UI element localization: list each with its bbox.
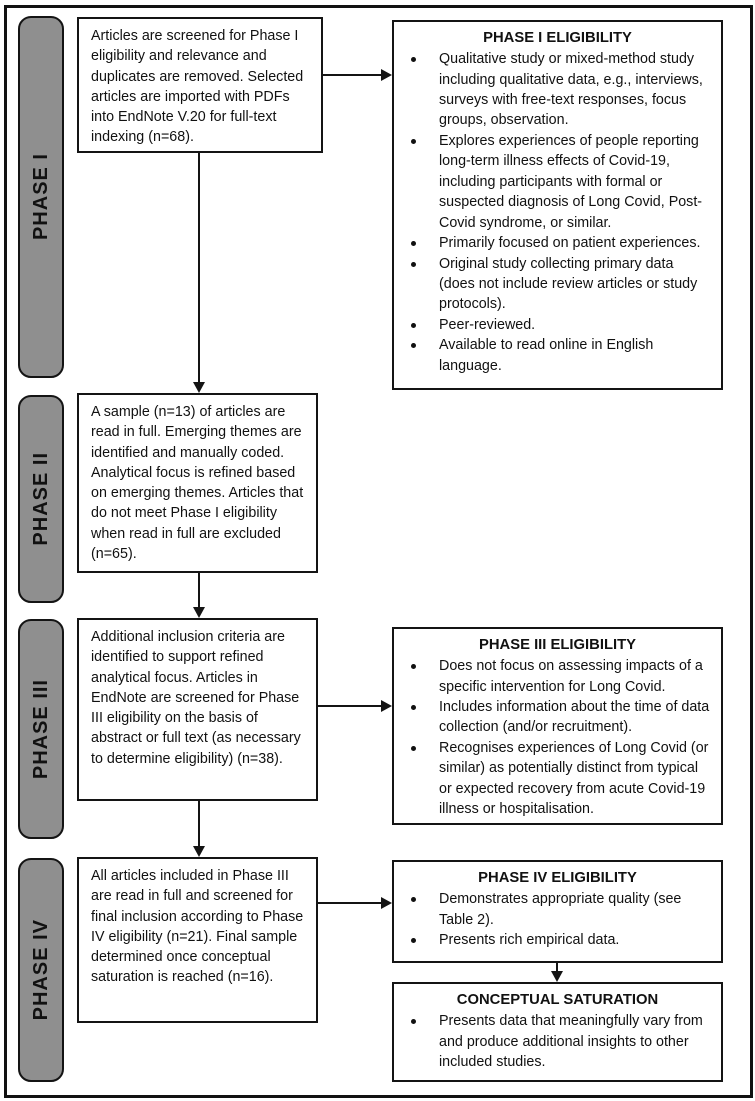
conceptual-saturation-list: Presents data that meaningfully vary fro… [394, 1011, 713, 1072]
phase-1-tab: PHASE I [18, 16, 64, 378]
eligibility-bullet: Primarily focused on patient experiences… [411, 233, 713, 253]
arrow-phase1-to-phase2 [193, 153, 205, 393]
phase-1-process-text: Articles are screened for Phase I eligib… [91, 28, 304, 146]
phase-1-eligibility-title: PHASE I ELIGIBILITY [483, 30, 632, 46]
eligibility-bullet: Original study collecting primary data (… [411, 254, 713, 315]
phase-1-tab-label: PHASE I [29, 153, 52, 241]
phase-4-eligibility-box: PHASE IV ELIGIBILITY Demonstrates approp… [392, 860, 723, 963]
arrow-phase3-to-eligibility [318, 700, 392, 712]
phase-1-eligibility-box: PHASE I ELIGIBILITY Qualitative study or… [392, 20, 723, 390]
eligibility-bullet: Does not focus on assessing impacts of a… [411, 656, 713, 697]
phase-3-eligibility-title: PHASE III ELIGIBILITY [478, 637, 637, 653]
phase-2-process-text: A sample (n=13) of articles are read in … [91, 404, 304, 563]
phase-4-process-box: All articles included in Phase III are r… [77, 857, 318, 1023]
arrow-phase3-to-phase4 [193, 801, 205, 857]
eligibility-bullet: Recognises experiences of Long Covid (or… [411, 738, 713, 820]
conceptual-saturation-box: CONCEPTUAL SATURATION Presents data that… [392, 982, 723, 1082]
phase-2-tab: PHASE II [18, 395, 64, 603]
eligibility-bullet: Includes information about the time of d… [411, 697, 713, 738]
arrow-phase1-to-eligibility [323, 69, 392, 81]
phase-4-eligibility-title: PHASE IV ELIGIBILITY [478, 870, 637, 886]
phase-1-process-box: Articles are screened for Phase I eligib… [77, 17, 323, 153]
eligibility-bullet: Presents data that meaningfully vary fro… [411, 1011, 713, 1072]
eligibility-bullet: Available to read online in English lang… [411, 335, 713, 376]
arrow-phase4-to-eligibility [318, 897, 392, 909]
phase-2-tab-label: PHASE II [29, 452, 52, 546]
phase-3-eligibility-box: PHASE III ELIGIBILITY Does not focus on … [392, 627, 723, 825]
eligibility-bullet: Presents rich empirical data. [411, 930, 713, 950]
phase-3-process-box: Additional inclusion criteria are identi… [77, 618, 318, 801]
eligibility-bullet: Qualitative study or mixed-method study … [411, 49, 713, 131]
phase-3-process-text: Additional inclusion criteria are identi… [91, 629, 301, 767]
phase-3-tab-label: PHASE III [29, 678, 52, 780]
phase-3-tab: PHASE III [18, 619, 64, 839]
phase-4-tab: PHASE IV [18, 858, 64, 1082]
phase-2-process-box: A sample (n=13) of articles are read in … [77, 393, 318, 573]
eligibility-bullet: Peer-reviewed. [411, 315, 713, 335]
eligibility-bullet: Demonstrates appropriate quality (see Ta… [411, 889, 713, 930]
arrow-eligibility-to-saturation [551, 963, 563, 982]
arrow-phase2-to-phase3 [193, 573, 205, 618]
eligibility-bullet: Explores experiences of people reporting… [411, 131, 713, 233]
phase-4-tab-label: PHASE IV [29, 919, 52, 1021]
phase-4-eligibility-list: Demonstrates appropriate quality (see Ta… [394, 889, 713, 950]
phase-4-process-text: All articles included in Phase III are r… [91, 868, 304, 986]
phase-1-eligibility-list: Qualitative study or mixed-method study … [394, 49, 713, 376]
phase-3-eligibility-list: Does not focus on assessing impacts of a… [394, 656, 713, 820]
conceptual-saturation-title: CONCEPTUAL SATURATION [456, 992, 659, 1008]
